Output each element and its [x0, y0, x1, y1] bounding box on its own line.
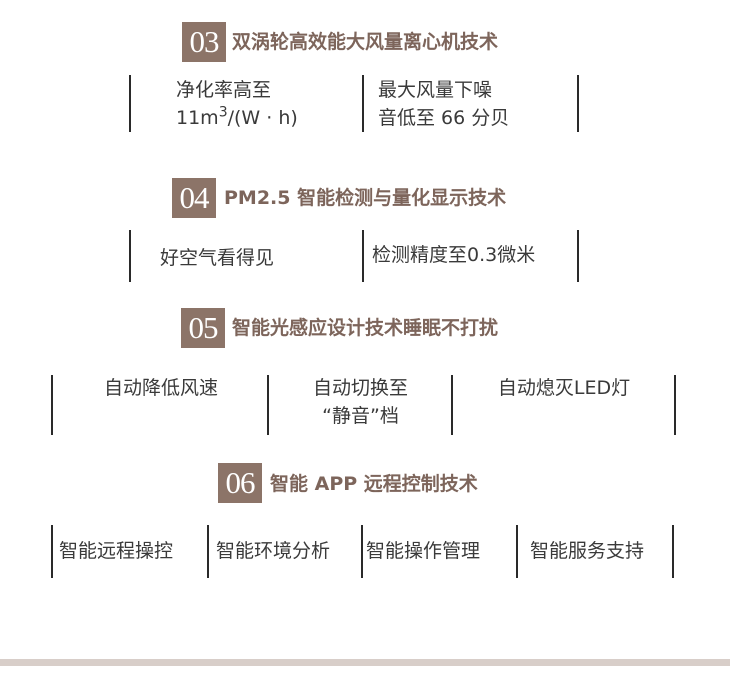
divider — [577, 75, 579, 132]
feature-item: 自动降低风速 — [103, 377, 218, 399]
divider — [516, 525, 518, 578]
divider — [51, 525, 53, 578]
bottom-divider-bar — [0, 659, 730, 666]
section-title: PM2.5 智能检测与量化显示技术 — [224, 187, 507, 209]
feature-item: 自动熄灭LED灯 — [497, 377, 631, 399]
feature-text: /(W · h) — [227, 107, 298, 129]
feature-item: 最大风量下噪 音低至 66 分贝 — [378, 76, 509, 132]
section-number-badge: 05 — [181, 308, 225, 348]
feature-item: 智能远程操控 — [59, 540, 174, 562]
divider — [577, 230, 579, 282]
divider — [129, 230, 131, 282]
section-title: 智能光感应设计技术睡眠不打扰 — [232, 317, 499, 339]
divider — [451, 375, 453, 435]
feature-item: 检测精度至0.3微米 — [372, 244, 536, 266]
feature-line: 净化率高至 — [176, 79, 272, 101]
feature-line: 11m3/(W · h) — [176, 104, 298, 132]
section-number-badge: 06 — [218, 463, 262, 503]
feature-item: 好空气看得见 — [160, 247, 275, 269]
feature-line: 音低至 66 分贝 — [378, 107, 510, 129]
feature-line: 自动切换至 — [312, 377, 408, 399]
feature-item: 智能操作管理 — [366, 540, 481, 562]
feature-text: 11m — [176, 107, 219, 129]
divider — [674, 375, 676, 435]
divider — [51, 375, 53, 435]
section-number-badge: 03 — [182, 22, 226, 62]
divider — [672, 525, 674, 578]
divider — [267, 375, 269, 435]
feature-item: 智能环境分析 — [216, 540, 331, 562]
feature-item: 自动切换至 “静音”档 — [270, 374, 451, 430]
feature-line: “静音”档 — [322, 405, 399, 427]
superscript: 3 — [218, 104, 228, 121]
section-number-badge: 04 — [172, 178, 216, 218]
feature-item: 净化率高至 11m3/(W · h) — [176, 76, 298, 132]
section-title: 双涡轮高效能大风量离心机技术 — [232, 31, 499, 53]
divider — [362, 75, 364, 132]
divider — [362, 230, 364, 282]
divider — [207, 525, 209, 578]
feature-item: 智能服务支持 — [530, 540, 645, 562]
section-title: 智能 APP 远程控制技术 — [270, 473, 478, 495]
feature-line: 最大风量下噪 — [378, 79, 493, 101]
divider — [361, 525, 363, 578]
divider — [129, 75, 131, 132]
